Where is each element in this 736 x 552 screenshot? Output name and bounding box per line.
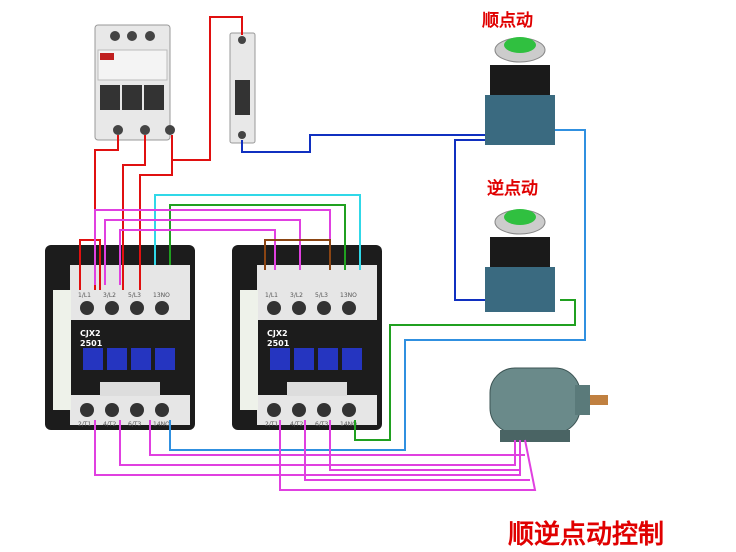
- terminal-screw-icon: [292, 301, 306, 315]
- forward-jog-label: 顺点动: [482, 11, 533, 31]
- model-label: CJX2: [80, 329, 101, 338]
- top-terminal-label: 13NO: [340, 292, 357, 299]
- terminal-screw-icon: [155, 301, 169, 315]
- top-terminal-label: 5/L3: [315, 292, 328, 299]
- top-terminal-label: 3/L2: [103, 292, 116, 299]
- reverse-jog-label: 逆点动: [487, 179, 538, 199]
- terminal-screw-icon: [317, 301, 331, 315]
- model-label: 2501: [267, 339, 290, 348]
- terminal-screw-icon: [80, 403, 94, 417]
- top-terminal-label: 5/L3: [128, 292, 141, 299]
- bottom-terminal-label: 4/T2: [103, 421, 117, 428]
- single-pole-breaker: [229, 32, 256, 144]
- motor: [489, 367, 608, 442]
- wires: [79, 16, 586, 491]
- bottom-terminal-label: 14NO: [340, 421, 357, 428]
- top-terminal-label: 1/L1: [265, 292, 278, 299]
- terminal-screw-icon: [105, 301, 119, 315]
- terminal-screw-icon: [317, 403, 331, 417]
- model-label: CJX2: [267, 329, 288, 338]
- bottom-terminal-label: 2/T1: [78, 421, 92, 428]
- terminal-screw-icon: [267, 301, 281, 315]
- terminal-screw-icon: [155, 403, 169, 417]
- top-terminal-label: 13NO: [153, 292, 170, 299]
- terminal-screw-icon: [80, 301, 94, 315]
- terminal-screw-icon: [130, 301, 144, 315]
- terminal-screw-icon: [130, 403, 144, 417]
- reverse-jog-button: [485, 209, 555, 312]
- model-label: 2501: [80, 339, 103, 348]
- terminal-screw-icon: [292, 403, 306, 417]
- bottom-terminal-label: 2/T1: [265, 421, 279, 428]
- terminal-screw-icon: [105, 403, 119, 417]
- top-terminal-label: 3/L2: [290, 292, 303, 299]
- terminal-screw-icon: [342, 403, 356, 417]
- forward-jog-button: [485, 37, 555, 145]
- bottom-terminal-label: 14NO: [153, 421, 170, 428]
- top-terminal-label: 1/L1: [78, 292, 91, 299]
- terminal-screw-icon: [342, 301, 356, 315]
- bottom-terminal-label: 6/T3: [128, 421, 142, 428]
- bottom-terminal-label: 6/T3: [315, 421, 329, 428]
- three-pole-breaker: [94, 24, 175, 141]
- bottom-terminal-label: 4/T2: [290, 421, 304, 428]
- diagram-title: 顺逆点动控制: [508, 520, 665, 550]
- terminal-screw-icon: [267, 403, 281, 417]
